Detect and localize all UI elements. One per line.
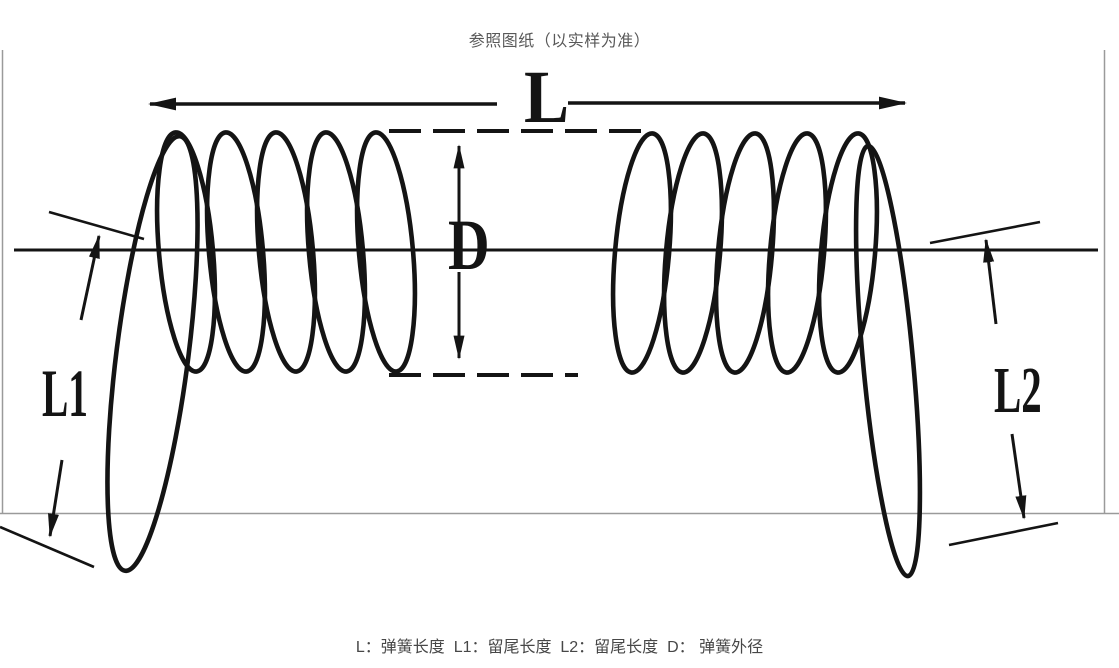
spring-left-tail	[105, 133, 200, 574]
dimension-L: L	[148, 56, 907, 139]
coil	[254, 130, 318, 374]
dimension-L1-arrow-upper	[79, 234, 101, 321]
dimension-L1-tick-lower	[0, 525, 95, 569]
dimension-L1-arrow-lower	[48, 459, 64, 538]
spring-right-coils	[610, 131, 880, 375]
dimension-L2: L2	[929, 220, 1059, 547]
coil	[765, 131, 829, 375]
dimension-D: D	[448, 144, 490, 360]
page-title: 参照图纸（以实样为准）	[468, 33, 651, 50]
dimension-L2-tick-upper	[929, 220, 1041, 245]
dimension-L2-tick-lower	[948, 521, 1059, 547]
legend-caption: L：弹簧长度 L1：留尾长度 L2：留尾长度 D： 弹簧外径	[355, 639, 764, 656]
dimension-D-label: D	[448, 206, 490, 286]
dashed-outline	[389, 129, 650, 377]
drawing-frame	[0, 50, 1119, 515]
dimension-L2-arrow-lower	[1010, 433, 1027, 520]
coil	[354, 130, 418, 374]
coil	[154, 130, 218, 374]
spring-left-coils	[154, 130, 418, 374]
dimension-L2-arrow-upper	[983, 238, 998, 325]
coil	[304, 130, 368, 374]
dimension-L-label: L	[524, 56, 569, 139]
coil	[610, 131, 674, 375]
dimension-L1: L1	[0, 210, 145, 569]
coil	[204, 130, 268, 374]
coil	[816, 131, 880, 375]
spring-right-tail	[853, 143, 923, 579]
dimension-L2-label: L2	[994, 353, 1042, 426]
dimension-L1-tick-upper	[48, 210, 145, 241]
dimension-L1-label: L1	[42, 356, 88, 432]
